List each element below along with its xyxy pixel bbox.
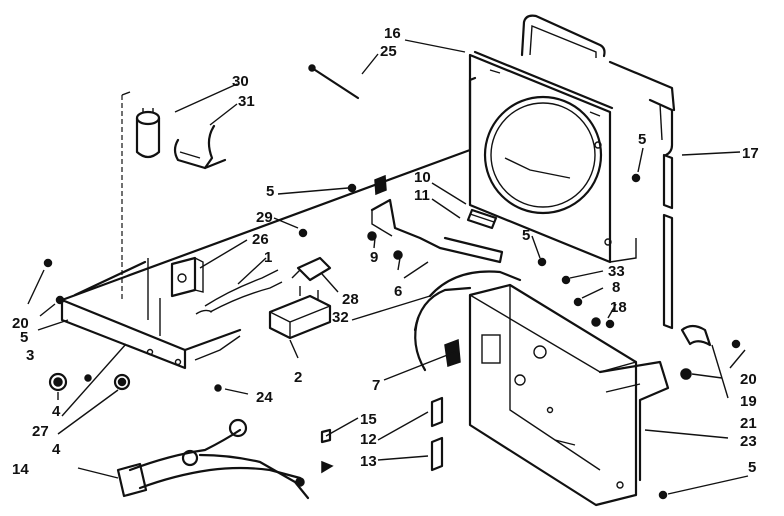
harness-32 (413, 270, 522, 372)
callout-4-lower: 4 (52, 441, 61, 458)
clip-10 (466, 208, 498, 230)
callout-16: 16 (384, 25, 401, 42)
screws-9 (367, 231, 403, 260)
callout-23: 23 (740, 433, 757, 450)
screws-right (347, 173, 741, 500)
callout-15: 15 (360, 411, 377, 428)
callout-18: 18 (610, 299, 627, 316)
callout-5-center: 5 (266, 183, 274, 200)
callout-13: 13 (360, 453, 377, 470)
callout-10: 10 (414, 169, 431, 186)
callout-27: 27 (32, 423, 49, 440)
callout-25: 25 (380, 43, 397, 60)
callout-9: 9 (370, 249, 378, 266)
callout-8: 8 (612, 279, 620, 296)
fan-shroud (468, 50, 637, 264)
callout-5-bottom-right: 5 (748, 459, 756, 476)
capacitor (135, 108, 161, 159)
callout-28: 28 (342, 291, 359, 308)
callout-17: 17 (742, 145, 759, 162)
control-housing (468, 283, 670, 507)
switch-12 (430, 396, 444, 428)
callout-29: 29 (256, 209, 273, 226)
callout-4-upper: 4 (52, 403, 61, 420)
callout-31: 31 (238, 93, 255, 110)
wire-harness-14 (116, 418, 310, 500)
gasket-strips (520, 14, 676, 330)
callout-24: 24 (256, 389, 273, 406)
grommets-left (48, 372, 131, 392)
callout-26: 26 (252, 231, 269, 248)
screw-25 (308, 64, 360, 100)
mounting-bracket (370, 174, 504, 264)
callout-5-fan: 5 (522, 227, 530, 244)
screws-left (43, 258, 222, 392)
callout-6: 6 (394, 283, 402, 300)
screw-15 (320, 428, 334, 474)
callout-5-left: 5 (20, 329, 28, 346)
switch-13 (430, 436, 444, 472)
callout-12: 12 (360, 431, 377, 448)
callout-labels: 30 31 16 25 17 5 5 5 5 5 10 11 29 26 1 2… (12, 25, 759, 478)
callout-7: 7 (372, 377, 380, 394)
callout-3: 3 (26, 347, 34, 364)
relay (170, 256, 204, 298)
callout-30: 30 (232, 73, 249, 90)
callout-20-left: 20 (12, 315, 29, 332)
callout-2: 2 (294, 369, 302, 386)
callout-14: 14 (12, 461, 29, 478)
callout-20-right: 20 (740, 371, 757, 388)
callout-5-top-right: 5 (638, 131, 646, 148)
wire-leads (195, 269, 283, 315)
callout-21: 21 (740, 415, 757, 432)
overload (291, 228, 332, 282)
capacitor-bracket (173, 124, 227, 170)
callout-33: 33 (608, 263, 625, 280)
clip-19 (680, 324, 712, 347)
callout-11: 11 (414, 187, 430, 204)
terminal-block (268, 286, 332, 340)
callout-32: 32 (332, 309, 349, 326)
leader-lines (27, 39, 749, 495)
callout-1: 1 (264, 249, 272, 266)
callout-19: 19 (740, 393, 757, 410)
